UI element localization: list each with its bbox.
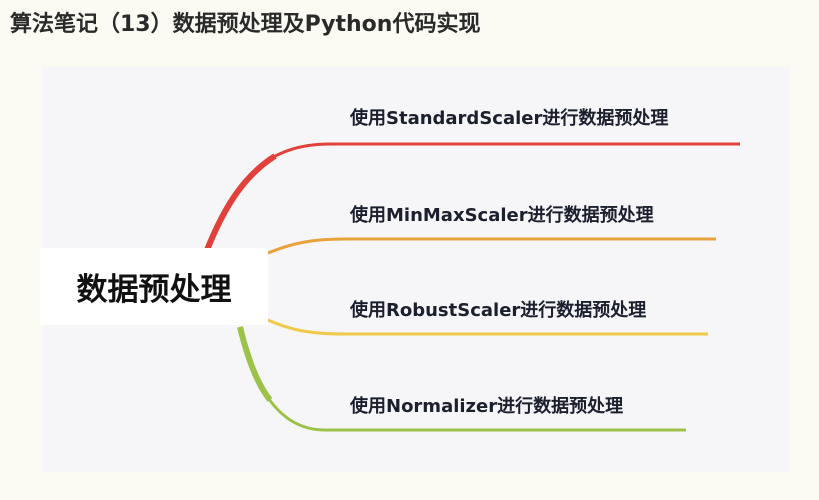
branch-robustscaler[interactable]: 使用RobustScaler进行数据预处理 xyxy=(350,300,647,321)
branch-minmaxscaler[interactable]: 使用MinMaxScaler进行数据预处理 xyxy=(350,205,654,226)
branch-connector-minmaxscaler xyxy=(267,237,716,255)
page-title: 算法笔记（13）数据预处理及Python代码实现 xyxy=(10,12,481,37)
root-node[interactable]: 数据预处理 xyxy=(40,248,268,325)
branch-connector-standardscaler xyxy=(205,142,740,251)
branch-connector-robustscaler xyxy=(267,318,708,336)
branch-standardscaler[interactable]: 使用StandardScaler进行数据预处理 xyxy=(350,108,669,129)
root-node-label: 数据预处理 xyxy=(76,272,232,308)
branch-normalizer[interactable]: 使用Normalizer进行数据预处理 xyxy=(350,396,624,417)
